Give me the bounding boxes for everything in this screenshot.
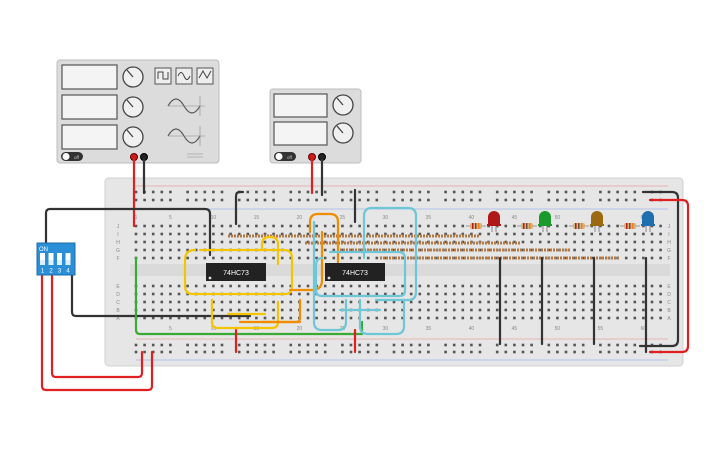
black-wire-dip-bottom[interactable] <box>70 256 252 318</box>
teal-wire-1[interactable] <box>362 206 418 302</box>
chip-2[interactable]: 74HC73 <box>325 263 385 281</box>
led[interactable] <box>488 211 500 225</box>
column-number-bottom: 35 <box>426 326 432 332</box>
teal-wire-2[interactable] <box>312 220 348 332</box>
column-number-top: 10 <box>211 215 217 221</box>
column-number-bottom: 30 <box>383 326 389 332</box>
yellow-wire-3[interactable] <box>210 298 280 330</box>
row-letter-right: J <box>668 224 671 230</box>
column-number-bottom: 50 <box>555 326 561 332</box>
dip-switch-key[interactable] <box>48 253 54 265</box>
led-array[interactable] <box>466 211 655 232</box>
led[interactable] <box>591 211 603 225</box>
column-number-top: 25 <box>340 215 346 221</box>
column-number-bottom: 5 <box>169 326 172 332</box>
row-letter-right: G <box>667 248 671 254</box>
dip-switch-number: 2 <box>49 269 53 275</box>
teal-wire-3[interactable] <box>314 250 407 298</box>
red-rail-bridge[interactable] <box>648 198 690 354</box>
column-number-top: 20 <box>297 215 303 221</box>
column-number-top: 15 <box>254 215 260 221</box>
triangle-wave-button[interactable] <box>196 67 214 85</box>
row-letter-right: C <box>667 300 671 306</box>
column-number-top: 5 <box>169 215 172 221</box>
fg-display-3 <box>61 124 118 150</box>
ps-display-voltage <box>273 93 328 118</box>
black-rail-bridge[interactable] <box>638 190 680 348</box>
orange-wire-3[interactable] <box>288 230 324 292</box>
row-letter-right: H <box>667 240 671 246</box>
ps-power-label: off <box>287 155 293 160</box>
row-letter-left: G <box>116 248 120 254</box>
dip-switch-key[interactable] <box>65 253 71 265</box>
fg-display-1 <box>61 64 118 90</box>
dip-switch-number: 4 <box>66 269 70 275</box>
dip-on-label: ON <box>39 247 48 253</box>
column-number-bottom: 40 <box>469 326 475 332</box>
dip-switch-number: 1 <box>41 269 45 275</box>
chip-1-label: 74HC73 <box>223 270 249 277</box>
row-letter-right: B <box>667 308 671 314</box>
column-number-bottom: 55 <box>598 326 604 332</box>
row-letter-right: A <box>667 316 671 322</box>
red-wire-dip-inner[interactable] <box>50 273 144 379</box>
column-number-top: 45 <box>512 215 518 221</box>
row-letter-right: F <box>667 256 670 262</box>
row-letter-right: I <box>668 232 669 238</box>
row-letter-left: I <box>117 232 118 238</box>
column-number-bottom: 20 <box>297 326 303 332</box>
column-number-bottom: 60 <box>641 326 647 332</box>
column-number-bottom: 10 <box>211 326 217 332</box>
dip-switch-number: 3 <box>58 269 62 275</box>
yellow-wire-2[interactable] <box>260 235 280 266</box>
yellow-wire-1[interactable] <box>183 248 294 296</box>
column-number-bottom: 45 <box>512 326 518 332</box>
function-generator[interactable]: off <box>56 59 220 164</box>
chip-2-label: 74HC73 <box>342 270 368 277</box>
wires[interactable] <box>40 158 690 392</box>
red-wire-dip-outer[interactable] <box>40 273 154 392</box>
green-wire[interactable] <box>134 256 364 336</box>
row-letter-left: F <box>116 256 119 262</box>
row-letter-left: H <box>116 240 120 246</box>
column-number-top: 30 <box>383 215 389 221</box>
orange-wire-2[interactable] <box>308 212 340 270</box>
black-jumper-1[interactable] <box>234 190 245 226</box>
row-letter-left: J <box>117 224 120 230</box>
column-number-top: 35 <box>426 215 432 221</box>
column-number-top: 1 <box>135 215 138 221</box>
ps-display-current <box>273 121 328 146</box>
row-letter-right: E <box>667 284 671 290</box>
row-letter-left: B <box>116 308 120 314</box>
black-wire-dip-top[interactable] <box>44 207 212 257</box>
fg-display-2 <box>61 94 118 120</box>
row-letter-left: A <box>116 316 120 322</box>
column-number-top: 50 <box>555 215 561 221</box>
row-letter-left: E <box>116 284 120 290</box>
led[interactable] <box>642 211 654 225</box>
column-number-top: 40 <box>469 215 475 221</box>
chip-1[interactable]: 74HC73 <box>206 263 266 281</box>
row-letter-left: D <box>116 292 120 298</box>
dip-switch-key[interactable] <box>57 253 62 265</box>
led[interactable] <box>539 211 551 225</box>
power-supply[interactable]: off <box>269 88 362 164</box>
teal-wire-4[interactable] <box>358 298 406 336</box>
row-letter-left: C <box>116 300 120 306</box>
fg-power-label: off <box>74 155 80 160</box>
dip-switch-key[interactable] <box>40 253 45 265</box>
row-letter-right: D <box>667 292 671 298</box>
breadboard[interactable]: 1155101015152020252530303535404045455050… <box>104 177 684 367</box>
